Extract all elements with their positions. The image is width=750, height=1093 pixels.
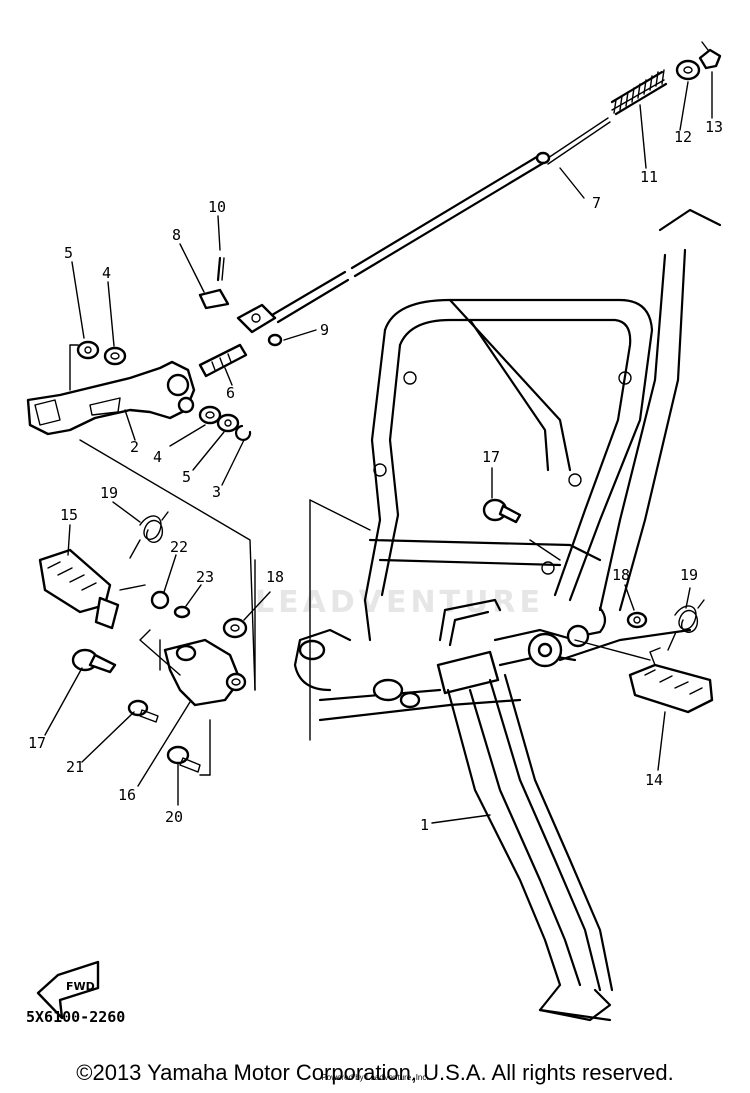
bushing-4-bottom [198, 405, 222, 425]
nut-9 [267, 333, 283, 347]
cable-spring [610, 69, 668, 116]
callout-12: 12 [674, 128, 692, 146]
callout-17-right: 17 [482, 448, 500, 466]
callout-1: 1 [420, 816, 429, 834]
callout-17-left: 17 [28, 734, 46, 752]
clevis-joint [236, 303, 277, 334]
callout-4-top: 4 [102, 264, 111, 282]
nut-23 [173, 605, 191, 619]
fwd-arrow-icon: FWD [36, 960, 100, 1020]
powered-by-note: Powered by LeadVenture, Inc. [321, 1073, 429, 1082]
adjust-nut [675, 59, 701, 81]
callout-19-right: 19 [680, 566, 698, 584]
spring-19-left [129, 511, 169, 559]
callout-16: 16 [118, 786, 136, 804]
watermark: LEADVENTURE [255, 585, 544, 620]
callout-11: 11 [640, 168, 658, 186]
callout-14: 14 [645, 771, 663, 789]
brake-rod-joint-6 [198, 343, 248, 378]
footrest-right [628, 647, 714, 714]
frame [293, 208, 722, 722]
cable-pin [698, 41, 722, 70]
callout-3: 3 [212, 483, 221, 501]
fwd-label: FWD [66, 980, 95, 993]
bushing-4-top [103, 346, 127, 366]
spring-19-right [667, 599, 705, 651]
footrest-left [38, 548, 120, 630]
callout-13: 13 [705, 118, 723, 136]
collar-18-left [222, 617, 248, 639]
callout-23: 23 [196, 568, 214, 586]
bolt-20 [166, 745, 201, 773]
callout-20: 20 [165, 808, 183, 826]
callout-9: 9 [320, 321, 329, 339]
washer-5-top [76, 340, 100, 360]
callout-18-left: 18 [266, 568, 284, 586]
bolt-17-right [482, 498, 522, 524]
bolt-21 [127, 699, 159, 723]
callout-19-left: 19 [100, 484, 118, 502]
callout-5-top: 5 [64, 244, 73, 262]
callout-6: 6 [226, 384, 235, 402]
screw-22 [150, 590, 170, 610]
callout-8: 8 [172, 226, 181, 244]
brake-pedal [26, 360, 196, 436]
callout-22: 22 [170, 538, 188, 556]
callout-21: 21 [66, 758, 84, 776]
diagram-code: 5X6100-2260 [26, 1008, 125, 1026]
callout-2: 2 [130, 438, 139, 456]
main-stand [436, 598, 614, 1022]
copyright-notice: ©2013 Yamaha Motor Corporation, U.S.A. A… [76, 1060, 674, 1085]
callout-15: 15 [60, 506, 78, 524]
leader-lines [44, 71, 713, 824]
clevis-8 [198, 288, 230, 310]
bracket-16 [163, 638, 247, 707]
bolt-17-left [71, 648, 117, 674]
callout-18-right: 18 [612, 566, 630, 584]
callout-10: 10 [208, 198, 226, 216]
assembly-lines [69, 344, 651, 776]
washer-5-bottom [216, 413, 240, 433]
collar-18-right [626, 611, 648, 629]
callouts: 5 4 10 8 9 6 7 11 12 13 2 4 5 3 17 18 19… [28, 118, 723, 834]
callout-4-bottom: 4 [153, 448, 162, 466]
cotter-pin-10 [216, 256, 225, 282]
circlip-3 [235, 424, 252, 441]
brake-cable [270, 117, 611, 324]
callout-7: 7 [592, 194, 601, 212]
callout-5-bottom: 5 [182, 468, 191, 486]
